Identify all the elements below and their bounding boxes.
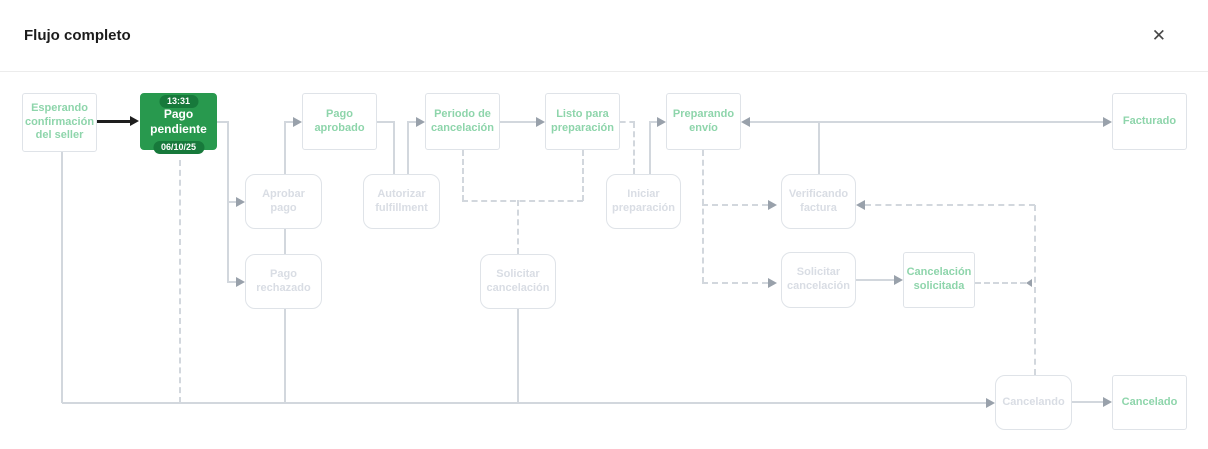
- time-badge: 13:31: [158, 95, 199, 109]
- arrow-head-icon: [416, 117, 425, 127]
- flow-edge-segment: [620, 121, 635, 123]
- node-label: Solicitar cancelación: [486, 267, 550, 294]
- flow-edge-segment: [517, 200, 519, 254]
- flow-edge-segment: [649, 121, 658, 123]
- node-pago-aprobado: Pago aprobado: [302, 93, 377, 150]
- flow-edge-segment: [517, 309, 519, 403]
- flow-edge-segment: [462, 150, 464, 201]
- node-pago-rechazado: Pago rechazado: [245, 254, 322, 309]
- node-label: Esperando confirmación del seller: [24, 101, 95, 142]
- node-solicitar-cancelacion-1: Solicitar cancelación: [480, 254, 556, 309]
- flow-edge-segment: [582, 150, 584, 201]
- node-iniciar-preparacion: Iniciar preparación: [606, 174, 681, 229]
- arrow-head-icon: [536, 117, 545, 127]
- header-divider: [0, 71, 1208, 72]
- arrow-head-icon: [130, 116, 139, 126]
- node-esperando-confirmacion-seller: Esperando confirmación del seller: [22, 93, 97, 152]
- node-label: Preparando envío: [672, 107, 735, 134]
- flow-edge-segment: [377, 121, 394, 123]
- flow-edge-segment: [179, 160, 181, 403]
- date-badge: 06/10/25: [152, 140, 205, 154]
- flow-edge-segment: [229, 201, 237, 203]
- flow-edge-segment: [975, 282, 1026, 284]
- flow-edge-segment: [750, 121, 1104, 123]
- node-label: Pago pendiente: [150, 106, 207, 136]
- arrow-head-icon: [1026, 279, 1032, 287]
- node-label: Aprobar pago: [262, 187, 305, 214]
- flow-edge-segment: [500, 121, 537, 123]
- modal-header: Flujo completo ✕: [0, 0, 1208, 71]
- arrow-head-icon: [657, 117, 666, 127]
- node-autorizar-fulfillment: Autorizar fulfillment: [363, 174, 440, 229]
- flow-edge-segment: [407, 121, 417, 123]
- node-label: Cancelación solicitada: [906, 266, 972, 292]
- flow-edge-segment: [856, 279, 895, 281]
- flow-edge-segment: [227, 121, 229, 283]
- arrow-head-icon: [236, 197, 245, 207]
- flow-edge-segment: [702, 150, 704, 283]
- flow-edge-segment: [407, 122, 409, 174]
- node-periodo-de-cancelacion: Periodo de cancelación: [425, 93, 500, 150]
- flow-edge-segment: [1072, 401, 1104, 403]
- node-label: Cancelando: [1002, 395, 1065, 408]
- flow-edge-segment: [633, 122, 635, 174]
- page-title: Flujo completo: [24, 27, 131, 44]
- arrow-head-icon: [236, 277, 245, 287]
- node-label: Solicitar cancelación: [787, 266, 850, 292]
- node-cancelando: Cancelando: [995, 375, 1072, 430]
- arrow-head-icon: [768, 200, 777, 210]
- node-label: Iniciar preparación: [612, 187, 675, 214]
- flow-edge-segment: [217, 121, 228, 123]
- flow-edge-segment: [649, 122, 651, 174]
- node-label: Cancelado: [1121, 395, 1178, 408]
- node-listo-para-preparacion: Listo para preparación: [545, 93, 620, 150]
- flow-edge-segment: [462, 200, 583, 202]
- node-preparando-envio: Preparando envío: [666, 93, 741, 150]
- node-label: Pago aprobado: [314, 107, 365, 134]
- flow-edge-segment: [818, 122, 820, 174]
- node-label: Periodo de cancelación: [431, 107, 494, 134]
- arrow-head-icon: [856, 200, 865, 210]
- flow-edge-segment: [865, 204, 1035, 206]
- flow-edge-segment: [62, 402, 987, 404]
- flow-edge-segment: [702, 282, 768, 284]
- flow-edge-segment: [284, 121, 294, 123]
- flow-edge-segment: [1034, 205, 1036, 375]
- node-label: Listo para preparación: [551, 107, 614, 134]
- flow-edge-segment: [97, 120, 131, 123]
- flow-edge-segment: [702, 204, 768, 206]
- node-cancelacion-solicitada: Cancelación solicitada: [903, 252, 975, 308]
- close-icon[interactable]: ✕: [1148, 25, 1170, 46]
- flow-edge-segment: [393, 121, 395, 174]
- arrow-head-icon: [894, 275, 903, 285]
- node-label: Facturado: [1122, 114, 1177, 127]
- node-verificando-factura: Verificando factura: [781, 174, 856, 229]
- arrow-head-icon: [741, 117, 750, 127]
- flow-edge-segment: [229, 281, 237, 283]
- node-facturado: Facturado: [1112, 93, 1187, 150]
- arrow-head-icon: [986, 398, 995, 408]
- node-label: Pago rechazado: [256, 267, 311, 294]
- arrow-head-icon: [1103, 397, 1112, 407]
- flow-edge-segment: [61, 152, 63, 403]
- node-label: Autorizar fulfillment: [375, 187, 428, 214]
- arrow-head-icon: [768, 278, 777, 288]
- arrow-head-icon: [1103, 117, 1112, 127]
- node-label: Verificando factura: [788, 187, 849, 214]
- node-solicitar-cancelacion-2: Solicitar cancelación: [781, 252, 856, 308]
- node-cancelado: Cancelado: [1112, 375, 1187, 430]
- node-aprobar-pago: Aprobar pago: [245, 174, 322, 229]
- arrow-head-icon: [293, 117, 302, 127]
